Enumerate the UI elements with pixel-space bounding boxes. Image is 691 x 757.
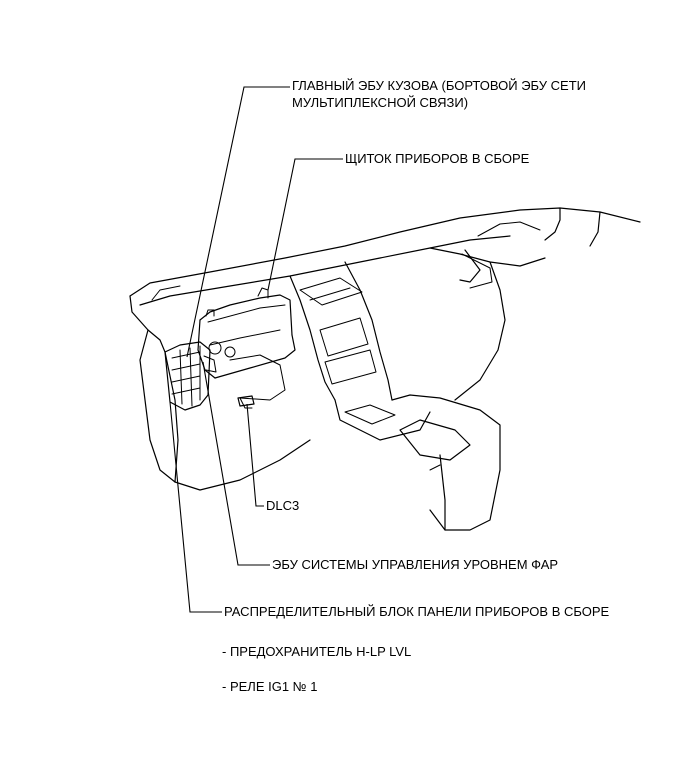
headlight-ecu-label: ЭБУ СИСТЕМЫ УПРАВЛЕНИЯ УРОВНЕМ ФАР — [272, 557, 559, 572]
leader-lines — [169, 86, 343, 613]
fuse-label: - ПРЕДОХРАНИТЕЛЬ H-LP LVL — [222, 644, 412, 659]
dlc3-label: DLC3 — [266, 498, 300, 513]
combination-meter-label: ЩИТОК ПРИБОРОВ В СБОРЕ — [345, 151, 530, 166]
relay-label: - РЕЛЕ IG1 № 1 — [222, 679, 318, 694]
dashboard-drawing — [129, 207, 641, 531]
body-ecu-label-line1: ГЛАВНЫЙ ЭБУ КУЗОВА (БОРТОВОЙ ЭБУ СЕТИ — [292, 78, 586, 93]
body-ecu-label-line2: МУЛЬТИПЛЕКСНОЙ СВЯЗИ) — [292, 95, 469, 110]
junction-block-label: РАСПРЕДЕЛИТЕЛЬНЫЙ БЛОК ПАНЕЛИ ПРИБОРОВ В… — [224, 604, 610, 619]
